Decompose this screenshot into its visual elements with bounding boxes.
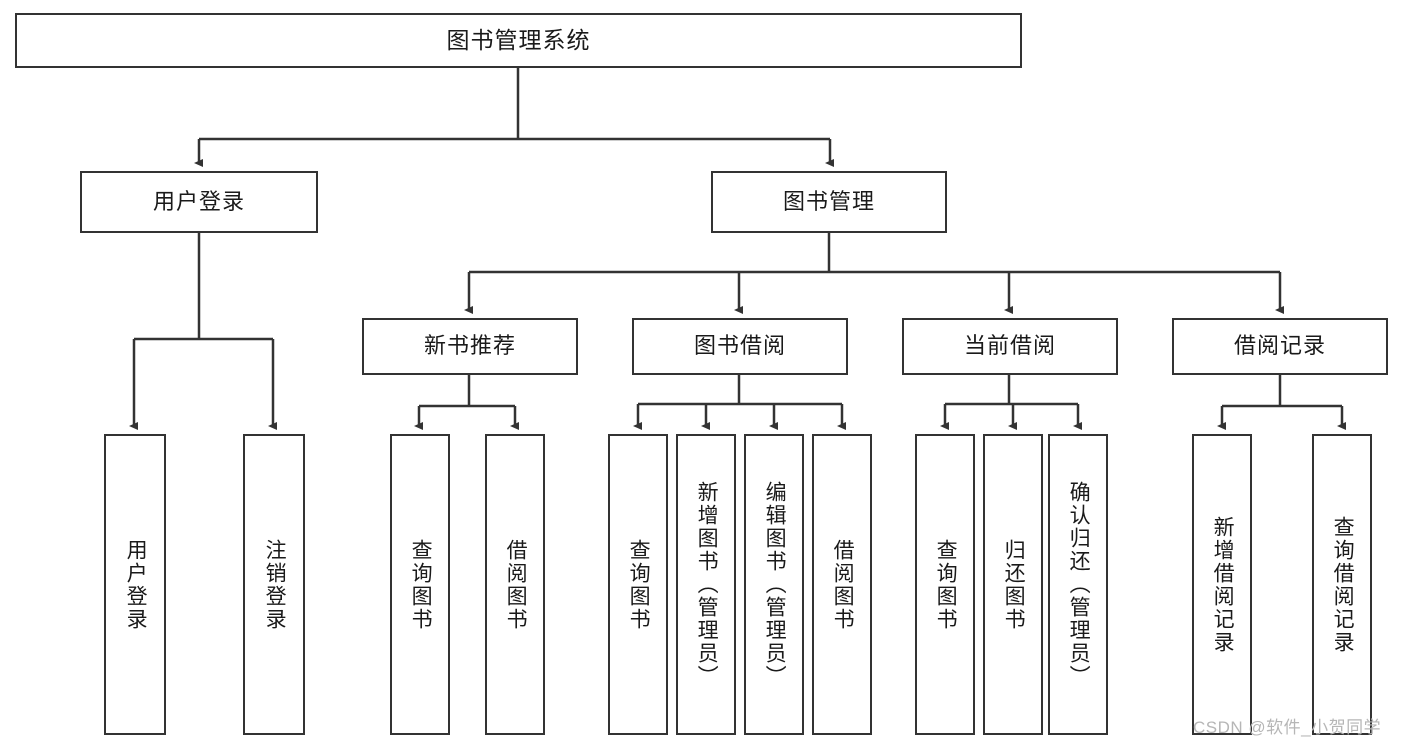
node-leaf-query-book-3[interactable]: 查询图书	[915, 434, 975, 735]
node-leaf-return-book[interactable]: 归还图书	[983, 434, 1043, 735]
node-leaf-query-record-label: 查询借阅记录	[1331, 515, 1355, 654]
node-leaf-logout-label: 注销登录	[263, 538, 287, 631]
node-new-book-rec-label: 新书推荐	[423, 333, 516, 359]
node-root[interactable]: 图书管理系统	[15, 13, 1022, 68]
node-leaf-query-record[interactable]: 查询借阅记录	[1312, 434, 1372, 735]
node-leaf-borrow-book-2[interactable]: 借阅图书	[812, 434, 872, 735]
node-leaf-query-book-1[interactable]: 查询图书	[390, 434, 450, 735]
node-leaf-add-book-label: 新增图书（管理员）	[695, 481, 719, 688]
node-book-manage[interactable]: 图书管理	[711, 171, 947, 233]
node-user-login-label: 用户登录	[152, 188, 245, 214]
node-leaf-logout[interactable]: 注销登录	[243, 434, 305, 735]
node-book-manage-label: 图书管理	[782, 188, 875, 214]
node-leaf-return-book-label: 归还图书	[1002, 538, 1026, 631]
node-current-borrow[interactable]: 当前借阅	[902, 318, 1118, 375]
node-user-login[interactable]: 用户登录	[80, 171, 318, 233]
node-leaf-add-book[interactable]: 新增图书（管理员）	[676, 434, 736, 735]
node-current-borrow-label: 当前借阅	[963, 333, 1056, 359]
node-leaf-edit-book[interactable]: 编辑图书（管理员）	[744, 434, 804, 735]
node-leaf-borrow-book-1[interactable]: 借阅图书	[485, 434, 545, 735]
node-leaf-query-book-2[interactable]: 查询图书	[608, 434, 668, 735]
node-borrow-record[interactable]: 借阅记录	[1172, 318, 1388, 375]
node-leaf-add-record[interactable]: 新增借阅记录	[1192, 434, 1252, 735]
node-leaf-confirm-return-label: 确认归还（管理员）	[1067, 481, 1091, 688]
node-book-borrow-label: 图书借阅	[693, 333, 786, 359]
node-new-book-rec[interactable]: 新书推荐	[362, 318, 578, 375]
node-leaf-query-book-2-label: 查询图书	[627, 538, 651, 631]
csdn-watermark: CSDN @软件_小贺同学	[1193, 718, 1382, 737]
node-borrow-record-label: 借阅记录	[1233, 333, 1326, 359]
node-leaf-query-book-1-label: 查询图书	[409, 538, 433, 631]
node-leaf-add-record-label: 新增借阅记录	[1211, 515, 1235, 654]
node-leaf-edit-book-label: 编辑图书（管理员）	[763, 481, 787, 688]
node-book-borrow[interactable]: 图书借阅	[632, 318, 848, 375]
node-leaf-user-login[interactable]: 用户登录	[104, 434, 166, 735]
node-leaf-query-book-3-label: 查询图书	[934, 538, 958, 631]
node-leaf-borrow-book-1-label: 借阅图书	[504, 538, 528, 631]
node-leaf-borrow-book-2-label: 借阅图书	[831, 538, 855, 631]
node-leaf-user-login-label: 用户登录	[124, 538, 148, 631]
node-leaf-confirm-return[interactable]: 确认归还（管理员）	[1048, 434, 1108, 735]
node-root-label: 图书管理系统	[446, 26, 591, 53]
